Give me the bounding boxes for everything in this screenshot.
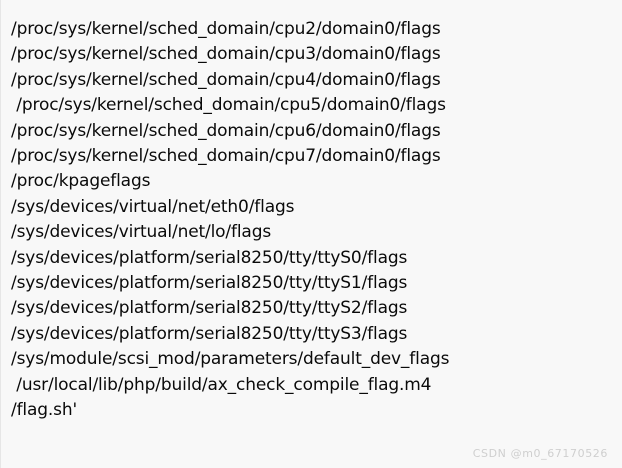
output-line: /proc/kpageflags — [11, 171, 151, 192]
output-line: /proc/sys/kernel/sched_domain/cpu6/domai… — [11, 120, 441, 141]
output-line: /sys/devices/platform/serial8250/tty/tty… — [11, 298, 408, 319]
output-line: /proc/sys/kernel/sched_domain/cpu7/domai… — [11, 146, 441, 167]
output-line: /proc/sys/kernel/sched_domain/cpu2/domai… — [11, 19, 441, 39]
output-line: /proc/sys/kernel/sched_domain/cpu4/domai… — [11, 69, 441, 90]
output-line: /usr/local/lib/php/build/ax_check_compil… — [11, 374, 432, 395]
output-line: /flag.sh' — [11, 400, 78, 421]
terminal-output-list[interactable]: /proc/sys/kernel/sched_domain/cpu2/domai… — [1, 0, 622, 424]
output-line: /sys/module/scsi_mod/parameters/default_… — [11, 349, 450, 370]
output-line: /proc/sys/kernel/sched_domain/cpu5/domai… — [11, 95, 446, 116]
output-line: /sys/devices/virtual/net/eth0/flags — [11, 196, 295, 217]
output-line: /sys/devices/platform/serial8250/tty/tty… — [11, 323, 408, 344]
output-line: /sys/devices/platform/serial8250/tty/tty… — [11, 247, 408, 268]
output-line: /proc/sys/kernel/sched_domain/cpu3/domai… — [11, 44, 441, 65]
output-line: /sys/devices/virtual/net/lo/flags — [11, 222, 272, 243]
csdn-watermark: CSDN @m0_67170526 — [472, 447, 608, 460]
output-line: /sys/devices/platform/serial8250/tty/tty… — [11, 273, 408, 294]
